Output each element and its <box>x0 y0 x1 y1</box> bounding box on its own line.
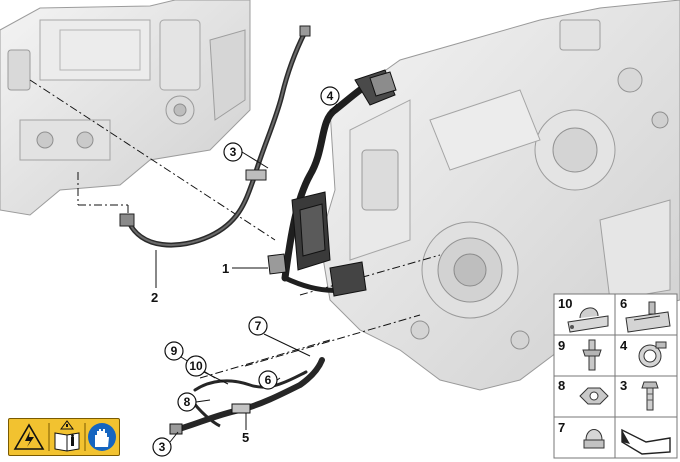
legend-cell-6: 6 <box>620 296 671 333</box>
legend-cell-3: 3 <box>620 378 659 411</box>
legend-label-8: 8 <box>558 378 565 393</box>
legend-label-6: 6 <box>620 296 627 311</box>
callout-8-label: 8 <box>184 395 191 409</box>
callout-10: 10 <box>185 355 229 385</box>
ground-cable-2 <box>119 25 311 288</box>
legend-cell-8: 8 <box>558 378 609 405</box>
engine-block <box>0 0 251 216</box>
legend-label-9: 9 <box>558 338 565 353</box>
part-label-5: 5 <box>242 430 249 445</box>
legend-cell-7: 7 <box>558 420 605 449</box>
warning-strip <box>8 418 120 456</box>
callout-9-label: 9 <box>171 344 178 358</box>
legend-label-3: 3 <box>620 378 627 393</box>
pipe-clamp-icon <box>567 307 609 333</box>
part-label-2: 2 <box>151 290 158 305</box>
hex-bolt-icon <box>641 381 659 411</box>
read-manual-icon <box>54 420 80 452</box>
hose-clamp-icon <box>638 341 667 368</box>
callout-3-upper-label: 3 <box>230 145 237 159</box>
callout-6: 6 <box>258 370 278 390</box>
cap-nut-icon <box>583 429 605 449</box>
direction-arrow-icon <box>621 428 671 455</box>
legend-cell-10: 10 <box>558 296 609 333</box>
callout-3-lower-label: 3 <box>159 440 166 454</box>
double-clip-icon <box>625 301 671 333</box>
callout-6-label: 6 <box>265 373 272 387</box>
fastener-legend: 10 6 9 4 <box>553 293 678 459</box>
callout-7-label: 7 <box>255 319 262 333</box>
legend-cell-4: 4 <box>620 338 667 368</box>
wear-gloves-icon <box>88 423 116 451</box>
part-label-1: 1 <box>222 261 229 276</box>
legend-cell-arrow <box>621 428 671 455</box>
callout-4: 4 <box>320 86 340 106</box>
wiring-harness <box>232 69 397 297</box>
callout-4-label: 4 <box>327 89 334 103</box>
callout-3-upper: 3 <box>223 142 269 169</box>
transmission-housing <box>319 0 680 391</box>
legend-label-10: 10 <box>558 296 572 311</box>
callout-10-label: 10 <box>189 359 203 373</box>
callout-7: 7 <box>248 316 311 357</box>
hex-nut-icon <box>579 387 609 405</box>
callout-3-lower: 3 <box>152 431 179 457</box>
callout-8: 8 <box>177 392 211 412</box>
leader-lines <box>29 79 441 379</box>
warning-icons <box>13 420 116 452</box>
high-voltage-icon <box>13 423 45 450</box>
legend-label-4: 4 <box>620 338 628 353</box>
legend-cell-9: 9 <box>558 338 602 371</box>
stud-bolt-icon <box>582 339 602 371</box>
legend-label-7: 7 <box>558 420 565 435</box>
